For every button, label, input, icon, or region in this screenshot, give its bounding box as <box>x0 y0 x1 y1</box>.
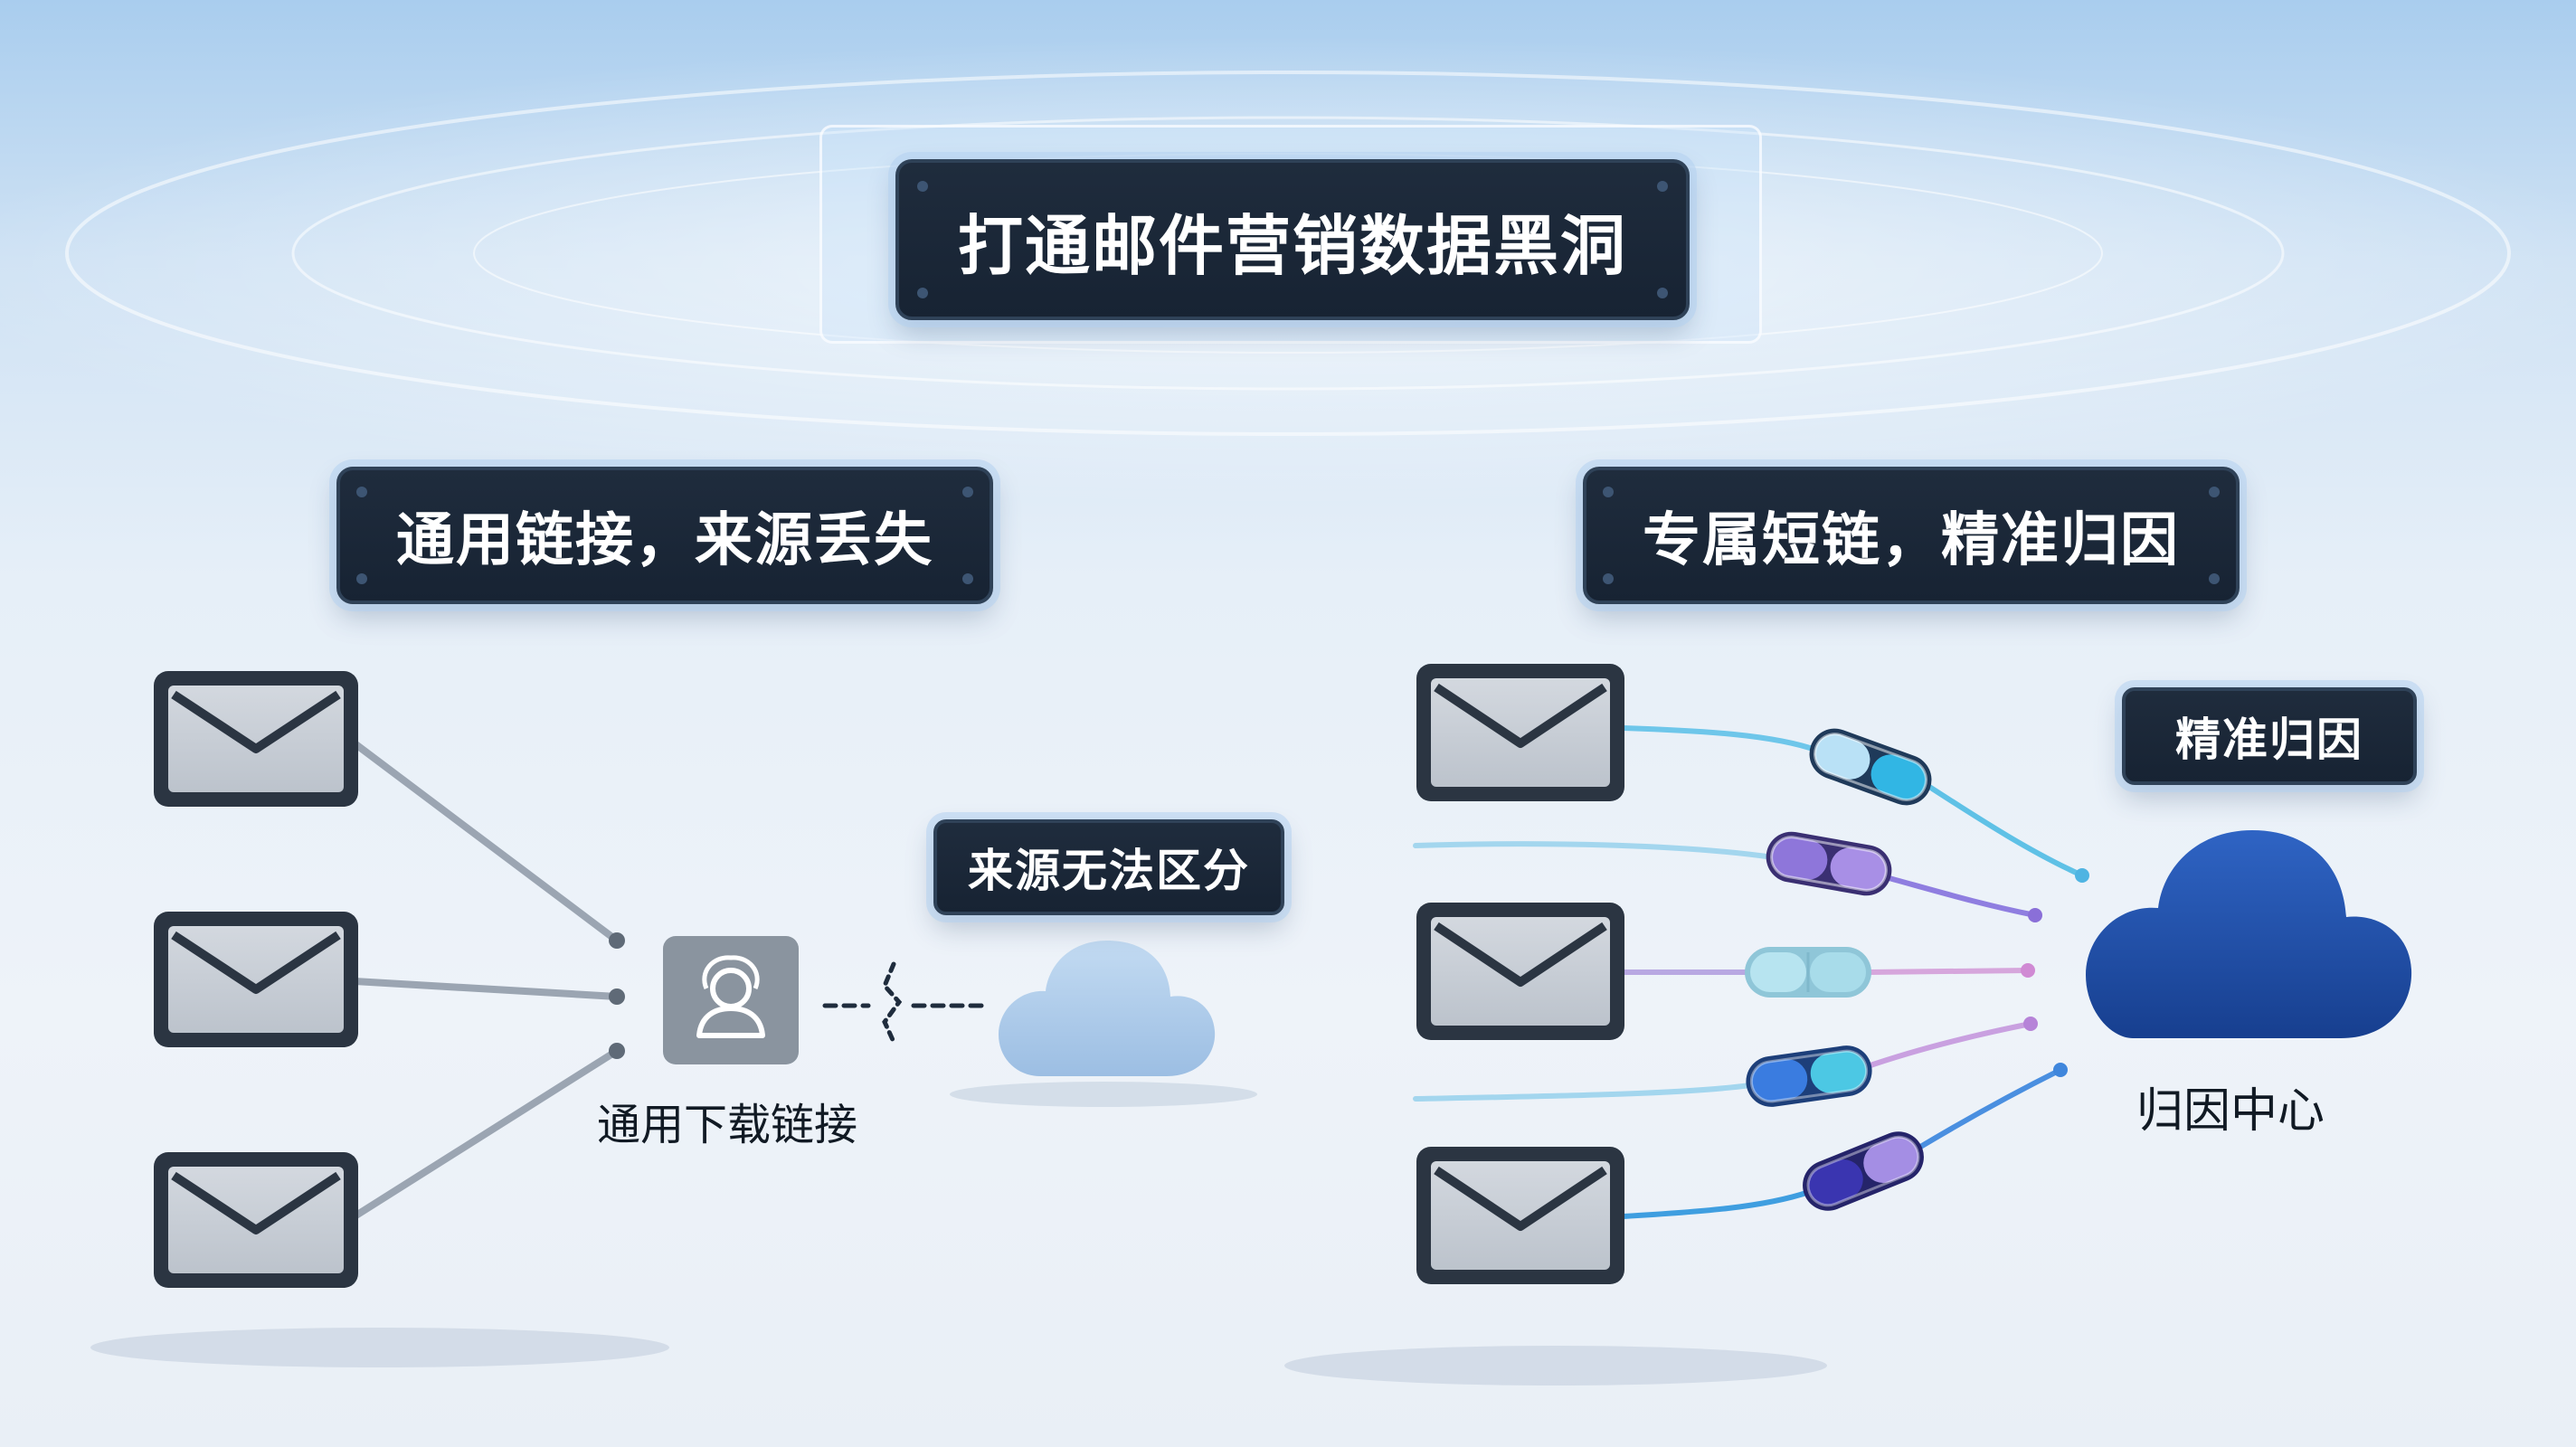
link-caption: 通用下载链接 <box>597 1100 858 1150</box>
page-title-text: 打通邮件营销数据黑洞 <box>957 207 1627 284</box>
right-connectors <box>1413 725 2085 1219</box>
left-connectors <box>351 740 620 1220</box>
left-panel-heading: 通用链接，来源丢失 <box>336 467 993 604</box>
status-label: 来源无法区分 <box>933 819 1284 915</box>
envelope-icon <box>1416 664 1624 801</box>
envelope-icon <box>1416 1147 1624 1284</box>
short-link-pill <box>1746 1045 1872 1107</box>
envelope-icon <box>154 671 358 807</box>
envelope-icon <box>1416 903 1624 1040</box>
right-panel-heading-text: 专属短链，精准归因 <box>1643 507 2180 574</box>
attribution-badge-text: 精准归因 <box>2175 714 2363 766</box>
short-link-pill <box>1766 831 1892 896</box>
cloud-shadow <box>950 1082 1257 1107</box>
short-link-pill <box>1745 947 1871 998</box>
floor-shadow-left <box>90 1328 669 1367</box>
envelope-icon <box>154 1152 358 1288</box>
envelope-icon <box>154 912 358 1047</box>
page-title: 打通邮件营销数据黑洞 <box>895 159 1690 320</box>
left-panel-heading-text: 通用链接，来源丢失 <box>396 507 933 574</box>
broken-link <box>822 961 985 1045</box>
cloud-icon <box>999 941 1216 1076</box>
floor-shadow-right <box>1284 1346 1827 1386</box>
right-connector-dots <box>2021 868 2089 1077</box>
right-panel-heading: 专属短链，精准归因 <box>1583 467 2240 604</box>
user-icon <box>663 936 799 1064</box>
short-link-pill <box>1809 728 1932 806</box>
left-connector-dots <box>609 932 625 1059</box>
center-caption: 归因中心 <box>2136 1084 2325 1139</box>
short-link-pill <box>1803 1131 1924 1211</box>
status-label-text: 来源无法区分 <box>968 845 1250 897</box>
cloud-icon <box>2086 830 2412 1038</box>
attribution-badge: 精准归因 <box>2122 687 2417 785</box>
